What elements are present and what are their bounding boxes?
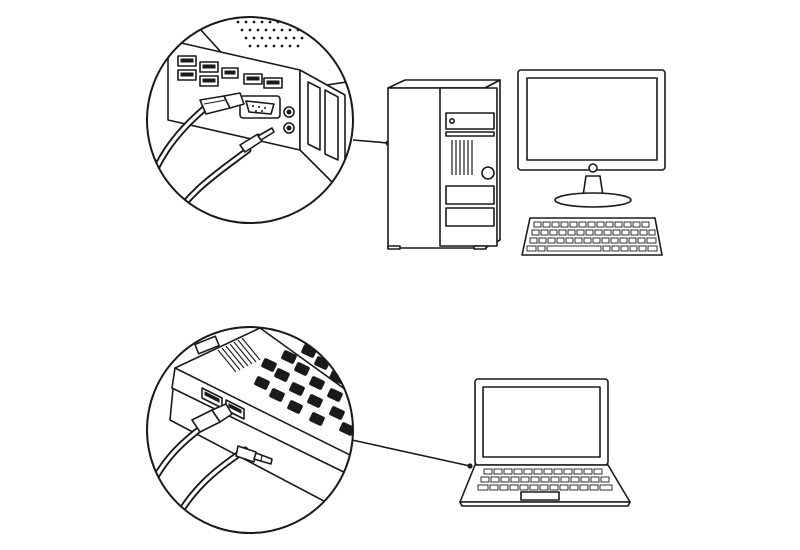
audio-jacks — [283, 106, 295, 134]
monitor — [517, 69, 666, 208]
usb-ports — [177, 55, 283, 89]
side-usb-ports — [201, 387, 245, 420]
audio-jack-plug — [239, 127, 275, 153]
monitor-screen — [526, 77, 658, 161]
desktop-panel — [146, 16, 666, 256]
laptop — [459, 378, 631, 507]
desktop-zoom-circle — [146, 16, 354, 224]
laptop-keys — [254, 338, 353, 436]
keyboard — [521, 217, 663, 256]
zoom-leader-line-top — [352, 139, 389, 144]
tower-case — [387, 79, 501, 250]
power-button — [481, 166, 495, 180]
touchpad — [520, 491, 560, 501]
usb-plug — [199, 92, 245, 115]
zoom-leader-line-bottom — [351, 439, 471, 467]
laptop-zoom-circle — [146, 326, 354, 534]
vga-port — [239, 95, 281, 119]
usb-plug — [191, 403, 233, 433]
tower-vent — [451, 140, 473, 175]
laptop-panel — [146, 326, 631, 534]
laptop-screen — [482, 386, 601, 458]
audio-jack-plug — [235, 445, 273, 465]
